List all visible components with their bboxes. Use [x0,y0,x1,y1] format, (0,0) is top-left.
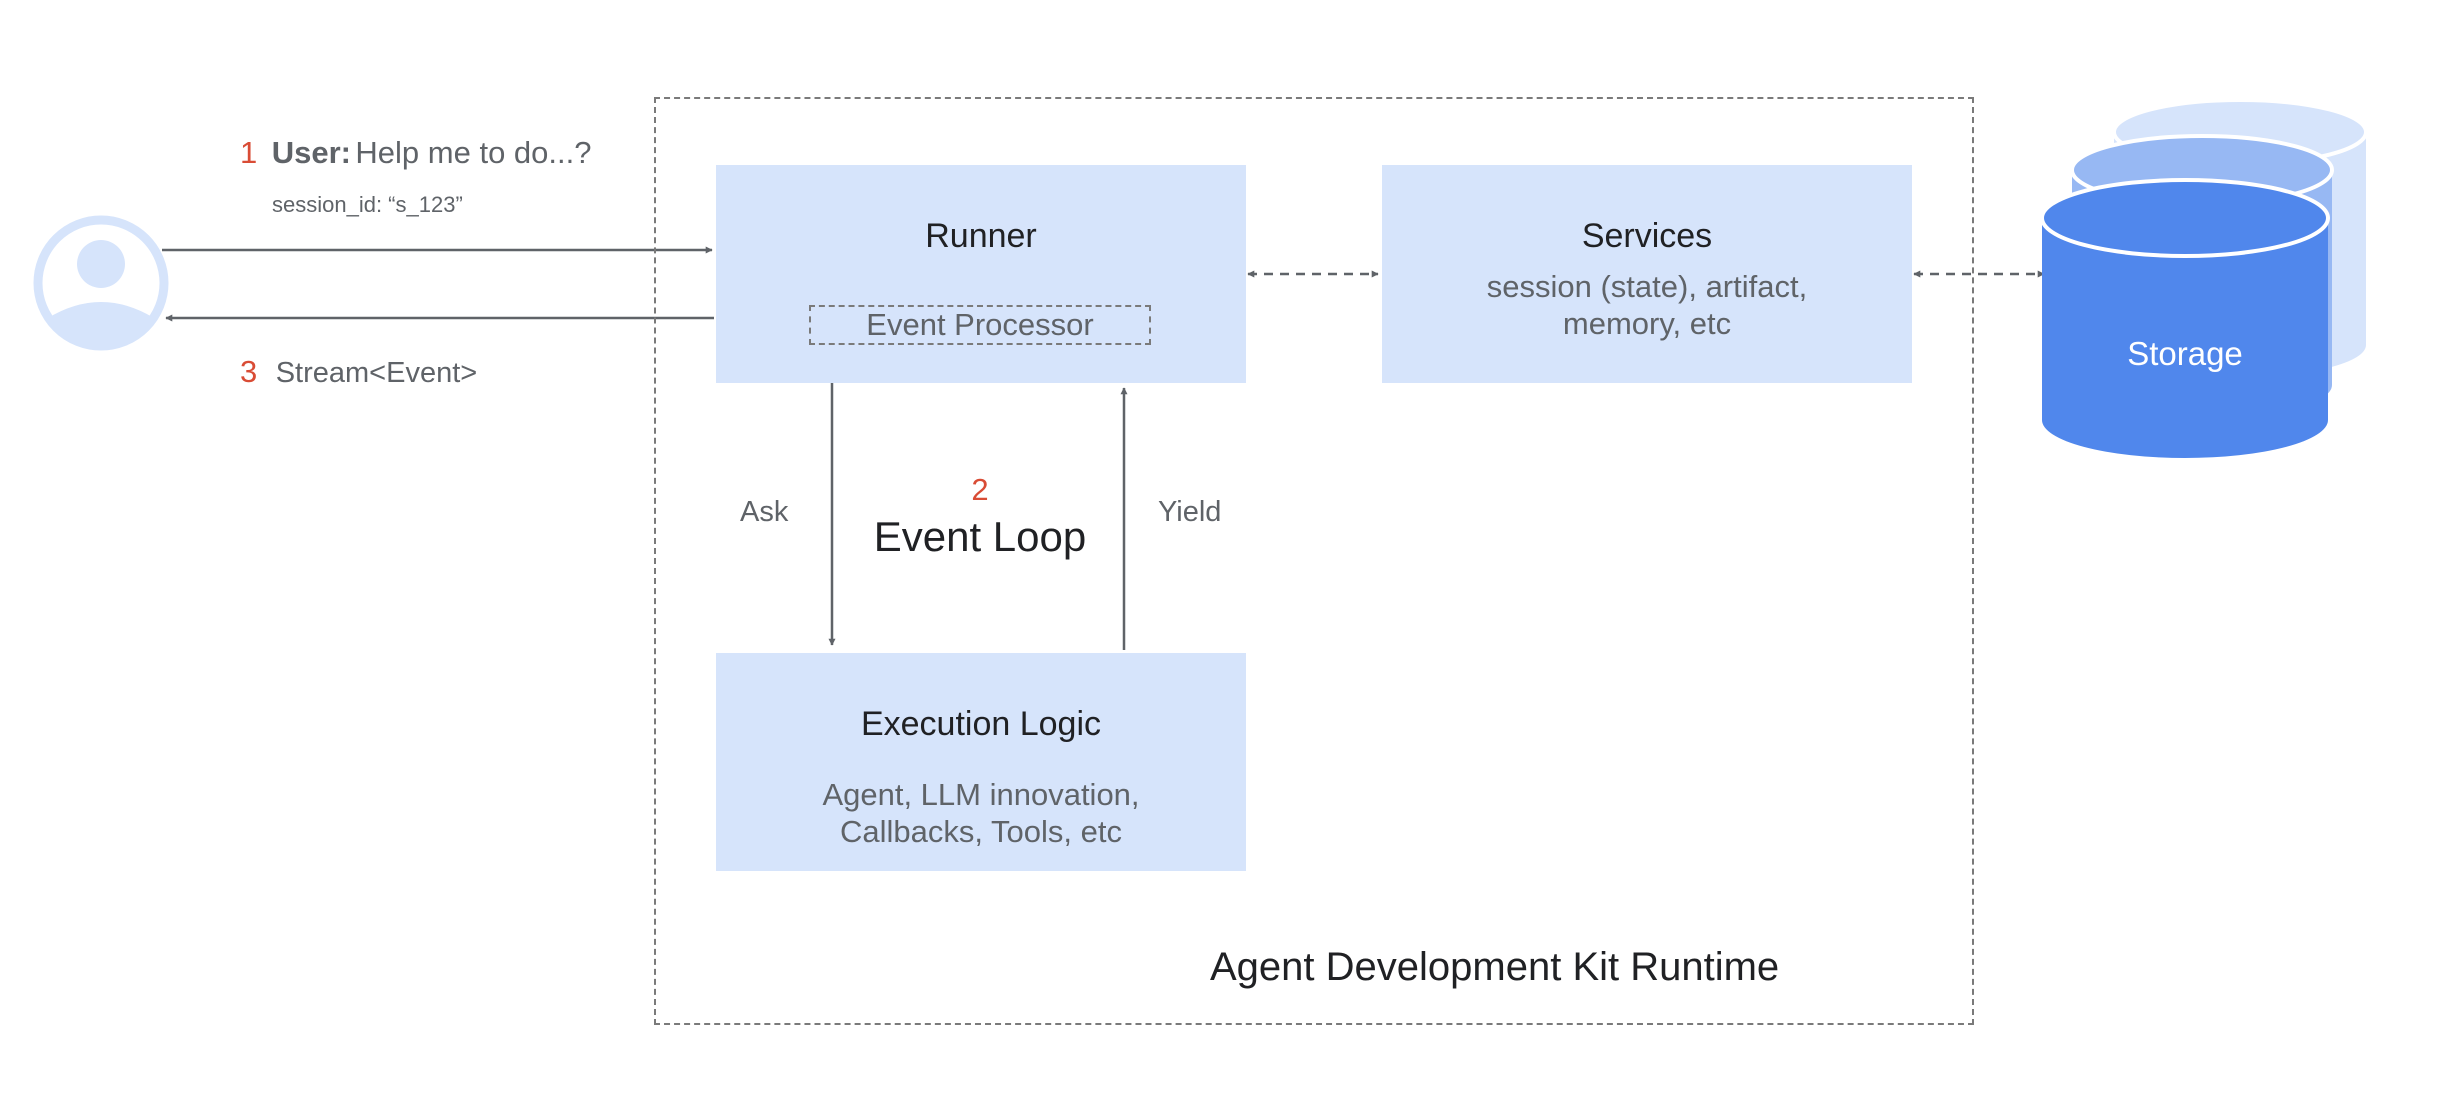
services-line1: session (state), artifact, [1486,269,1808,304]
execution-logic-line1: Agent, LLM innovation, [822,777,1140,812]
session-id: session_id: “s_123” [272,192,463,217]
runner-title: Runner [925,217,1037,255]
services-box: Services session (state), artifact, memo… [1382,165,1912,383]
step1-annotation: 1 User: Help me to do...? [240,135,592,171]
execution-logic-line2: Callbacks, Tools, etc [840,814,1122,849]
runtime-frame [654,97,1974,1025]
runner-box: Runner Event Processor [716,165,1246,383]
database-cylinder-icon [2040,98,2368,458]
step3-annotation: 3 Stream<Event> [240,354,477,390]
user-avatar-icon [33,215,169,351]
event-loop-label: Event Loop [873,513,1087,560]
ask-label: Ask [740,496,789,528]
execution-logic-title: Execution Logic [860,705,1102,743]
services-line2: memory, etc [1562,306,1732,341]
event-processor: Event Processor [809,305,1151,345]
step2-number: 2 [971,472,989,507]
runtime-title: Agent Development Kit Runtime [1210,945,1780,989]
services-title: Services [1581,217,1713,255]
storage-label: Storage [2127,335,2243,372]
step3-number: 3 [240,354,258,389]
step1-number: 1 [240,135,258,170]
step1-message: Help me to do...? [355,135,592,170]
yield-label: Yield [1158,496,1222,528]
step1-user-label: User: [271,135,351,170]
step3-label: Stream<Event> [275,357,478,389]
execution-logic-box: Execution Logic Agent, LLM innovation, C… [716,653,1246,871]
